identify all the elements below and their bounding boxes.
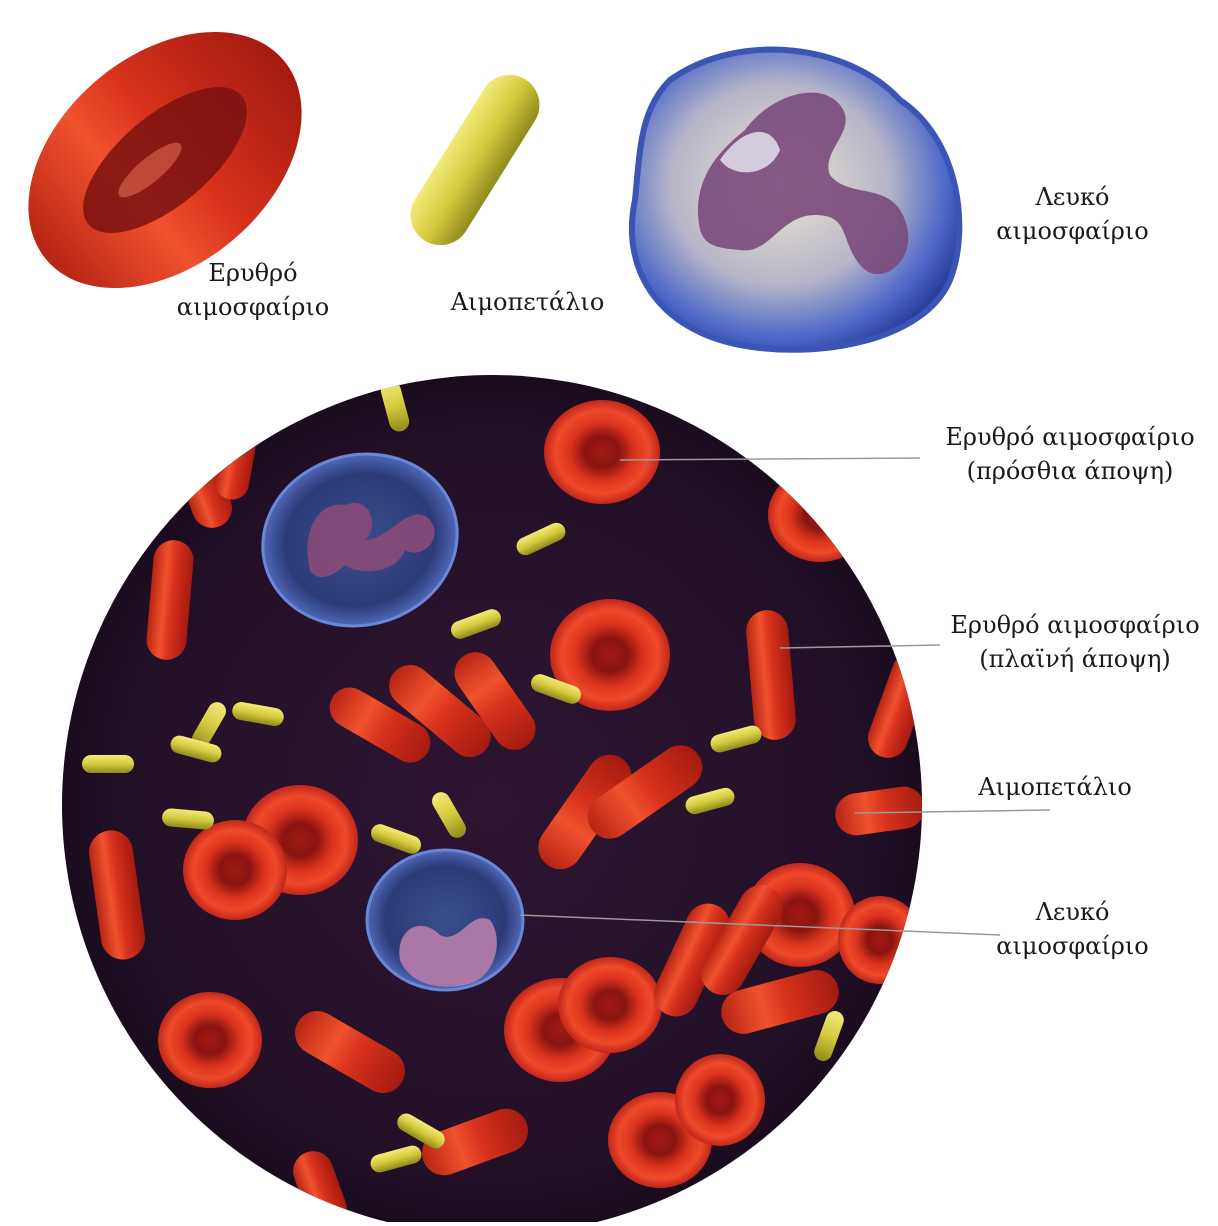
label-white-cell-line1: Λευκό bbox=[985, 180, 1160, 214]
callout-platelet: Αιμοπετάλιο bbox=[960, 770, 1150, 804]
callout-white-cell: Λευκό αιμοσφαίριο bbox=[985, 895, 1160, 963]
callout-platelet-line1: Αιμοπετάλιο bbox=[960, 770, 1150, 804]
microscope-view bbox=[62, 369, 938, 1222]
callout-red-front-line1: Ερυθρό αιμοσφαίριο bbox=[930, 420, 1210, 454]
label-white-cell: Λευκό αιμοσφαίριο bbox=[985, 180, 1160, 248]
label-white-cell-line2: αιμοσφαίριο bbox=[985, 214, 1160, 248]
callout-red-front-line2: (πρόσθια άποψη) bbox=[930, 454, 1210, 488]
callout-red-side-line1: Ερυθρό αιμοσφαίριο bbox=[935, 608, 1215, 642]
label-platelet-line1: Αιμοπετάλιο bbox=[440, 285, 615, 319]
label-red-cell-line1: Ερυθρό bbox=[168, 256, 338, 290]
callout-red-side-line2: (πλαϊνή άποψη) bbox=[935, 642, 1215, 676]
callout-red-side: Ερυθρό αιμοσφαίριο (πλαϊνή άποψη) bbox=[935, 608, 1215, 676]
top-white-blood-cell bbox=[632, 50, 959, 350]
callout-red-front: Ερυθρό αιμοσφαίριο (πρόσθια άποψη) bbox=[930, 420, 1210, 488]
label-red-cell: Ερυθρό αιμοσφαίριο bbox=[168, 256, 338, 324]
callout-white-cell-line2: αιμοσφαίριο bbox=[985, 929, 1160, 963]
label-red-cell-line2: αιμοσφαίριο bbox=[168, 290, 338, 324]
callout-white-cell-line1: Λευκό bbox=[985, 895, 1160, 929]
label-platelet: Αιμοπετάλιο bbox=[440, 285, 615, 319]
top-platelet bbox=[399, 64, 551, 257]
